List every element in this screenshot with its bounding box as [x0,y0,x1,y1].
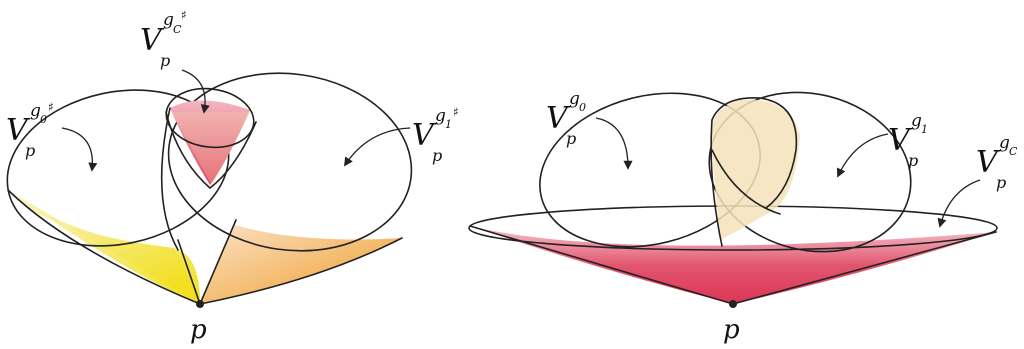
right-label-vc: V p g C [976,133,1018,192]
left-label-v1: V p g 1 ♯ [412,105,459,165]
label-supsub: 0 [40,113,47,126]
right-red-cone [470,226,996,304]
label-sup: g [163,10,174,30]
svg-text:V: V [6,113,31,148]
label-sub: p [25,141,35,160]
right-label-v0: V p g 0 [546,89,586,148]
label-supsub: 0 [579,101,586,114]
label-base: V [412,118,437,153]
left-label-v0: V p g 0 ♯ [6,100,54,160]
label-sub: p [160,51,170,70]
right-arrow-vc [937,179,981,228]
label-mark: ♯ [48,100,54,114]
label-base: V [140,23,165,58]
label-sub: p [996,173,1006,192]
label-mark: ♯ [453,105,459,119]
label-sub: p [566,129,576,148]
left-red-cone [170,100,250,185]
right-arrow-v0 [595,117,633,170]
label-supsub: 1 [445,118,452,131]
right-arrow-v1 [836,133,889,178]
left-panel: V p g 0 ♯ V p g C ♯ V p g 1 ♯ p [6,8,459,345]
right-apex-point [729,300,737,308]
label-sup: g [911,111,922,131]
label-supsub: C [173,23,182,36]
left-arrow-v1 [343,127,411,167]
left-cone-edge [7,189,201,305]
right-inner-cone [710,99,800,241]
label-sup: g [30,101,41,121]
label-base: V [6,113,31,148]
left-label-vc: V p g C ♯ [140,8,187,70]
right-label-v1: V p g 1 [888,111,928,170]
left-point-label: p [190,315,207,345]
left-arrow-v0 [61,127,98,172]
label-supsub: C [1009,145,1018,158]
label-base: V [546,101,571,136]
label-sup: g [999,133,1010,153]
label-base: V [976,145,1001,180]
label-sup: g [569,89,580,109]
label-sub: p [908,151,918,170]
right-panel: V p g 0 V p g 1 V p g C p [468,89,1018,345]
label-supsub: 1 [921,123,928,136]
label-mark: ♯ [181,8,187,22]
label-base: V [888,123,913,158]
label-sub: p [432,146,442,165]
label-sup: g [435,106,446,126]
left-arrow-vc [181,69,210,114]
left-orange-cap [167,72,413,252]
right-point-label: p [723,315,740,345]
left-apex-point [196,300,204,308]
